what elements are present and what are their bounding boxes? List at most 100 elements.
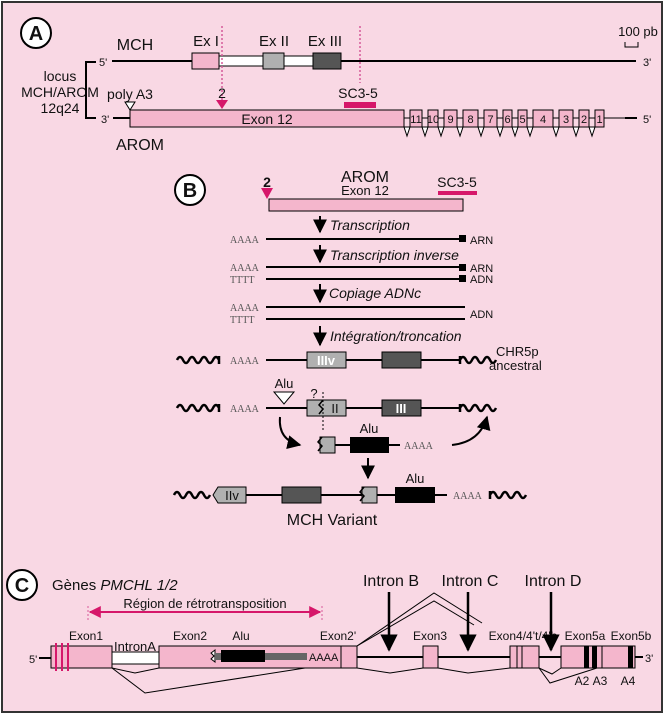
hybrid-dna-cap [459,275,466,282]
variant-alu-label: Alu [406,471,425,486]
step-integration: Intégration/troncation [330,328,462,344]
hybrid-polya: AAAA [230,263,260,274]
panel-b-site-2-marker-icon [261,188,273,199]
panel-a-badge: A [20,17,52,49]
exon1-label: Exon1 [69,629,103,643]
chromosome-wave-right-3 [488,490,528,500]
ex-iii-label: Ex III [308,33,342,50]
rna-label: ARN [470,235,493,247]
arom-small-exon-label: 6 [504,114,510,126]
hybrid-rna-label: ARN [470,263,493,275]
question-mark: ? [310,386,317,401]
fragment-exon-piece [319,436,336,454]
locus-bracket [85,61,96,119]
sc35-bar [344,102,376,108]
ancestral-exon-iiiv-label: IIIv [317,353,336,368]
arom-small-exon-label: 3 [563,114,569,126]
ancestral-polya: AAAA [230,356,260,367]
variant-zigzag-icon [358,486,366,502]
arom-small-exon [558,109,574,128]
panel-c-gene-name: PMCHL 1/2 [100,577,178,594]
ex-i-label: Ex I [193,33,219,50]
splice-marker-icon [588,126,596,138]
exon3-label: Exon3 [413,629,447,643]
arom-small-exon-label: 7 [487,114,493,126]
arom-small-exon [502,109,513,128]
arom-small-exon-label: 1 [596,114,602,126]
locus-line-1: locus [44,68,77,84]
cdna-polya: AAAA [230,303,260,314]
splice-skip-upper-2 [356,600,475,647]
panel-a: A MCH AROM locus MCH/AROM 12q24 5' 3' Ex… [20,17,658,154]
variant-alu-block [395,487,435,503]
panel-b-sc35-bar [438,191,477,195]
panel-c-five-prime: 5' [29,654,37,666]
arom-small-exon [517,109,528,128]
alu-label: Alu [232,629,249,643]
arom-small-exon [462,109,479,128]
intron-c-label: Intron C [442,573,499,590]
intron-d-label: Intron D [525,573,582,590]
splice-intron-b [356,667,424,674]
mch-exon-2 [262,52,285,70]
panel-a-letter: A [29,23,43,45]
insertion-exon-iii-label: III [396,401,407,416]
alu-polya: AAAA [309,652,339,664]
arom-small-exon-label: 2 [581,114,587,126]
splice-marker-icon [511,126,519,138]
panel-b: B AROM Exon 12 2 SC3-5 Transcription AAA… [172,169,542,529]
cdna-label: ADN [470,309,493,321]
splice-intron-a [111,667,160,674]
arom-small-exon [594,109,605,128]
arom-small-exon [443,109,458,128]
region-label: Région de rétrotransposition [123,596,286,611]
chr5p-label: CHR5p [496,344,539,359]
site-a4-label: A4 [621,674,636,688]
mch-exon-1 [191,52,220,70]
locus-line-2: MCH/AROM [21,84,99,100]
panel-b-title: AROM [341,169,389,186]
panel-c-three-prime: 3' [645,653,653,665]
fragment-zigzag-icon [316,436,324,452]
exon1-box [50,645,113,669]
chromosome-wave-left-3 [172,490,212,500]
arom-small-exon [578,109,590,128]
mch-label: MCH [117,37,153,54]
insertion-exon-ii-label: II [331,401,338,416]
polya3-label: poly A3 [107,86,153,102]
chromosome-wave-right-2 [458,403,498,413]
variant-exon-piece [361,486,378,504]
site-a2-label: A2 [575,674,590,688]
chromosome-wave-left-2 [175,403,221,413]
arom-small-exon-label: 11 [410,114,421,126]
rna-cap [459,235,466,242]
arom-small-exon-label: 4 [540,114,546,126]
hybrid-dna-label: ADN [470,274,493,286]
panel-b-sc35-label: SC3-5 [437,174,477,190]
variant-exon-iiv-label: IIv [225,488,239,503]
scale-bar [624,42,639,48]
arom-small-exon-label: 10 [427,114,439,126]
exon5-box [560,645,636,669]
exon2prime-box [340,645,358,669]
panel-c: C Gènes PMCHL 1/2 Région de rétrotranspo… [6,569,653,694]
fragment-alu-block [350,437,389,453]
variant-polya: AAAA [453,491,483,502]
arom-small-exon [427,109,439,128]
chromosome-wave-right-1 [458,355,498,365]
mch-intron-1 [218,55,264,67]
sc35-label: SC3-5 [338,85,378,101]
exon4-box [509,645,540,669]
ancestral-exon-iiiv [306,351,347,369]
splice-marker-icon [437,126,445,138]
variant-exon-iiv [212,486,247,504]
hybrid-rna-cap [459,264,466,271]
mch-five-prime: 5' [99,57,107,69]
fragment-alu-label: Alu [360,421,379,436]
panel-c-letter: C [15,575,29,597]
arom-small-exon [532,109,554,128]
panel-b-badge: B [174,174,206,206]
panel-b-subtitle: Exon 12 [341,183,389,198]
locus-line-3: 12q24 [41,100,80,116]
